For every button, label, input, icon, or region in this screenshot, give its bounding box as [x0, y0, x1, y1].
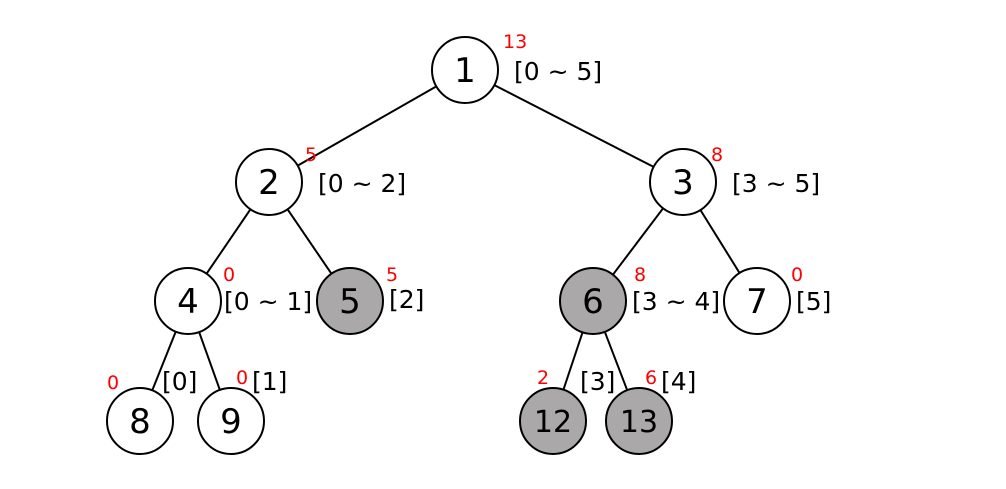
node-label-1: 1 — [454, 51, 476, 91]
node-value-5: 5 — [386, 264, 398, 286]
node-circle-4 — [154, 267, 222, 335]
edge-3-7 — [699, 209, 741, 274]
node-circle-13 — [605, 387, 673, 455]
node-label-3: 3 — [672, 163, 694, 203]
tree-node-12: 12 2 [3] — [519, 367, 615, 455]
node-value-6: 8 — [634, 264, 646, 286]
node-range-4: [0 ~ 1] — [224, 287, 312, 316]
node-circle-1 — [431, 36, 499, 104]
node-value-3: 8 — [711, 144, 723, 166]
node-label-12: 12 — [534, 405, 572, 440]
node-value-2: 5 — [305, 144, 317, 166]
node-range-2: [0 ~ 2] — [318, 169, 406, 198]
tree-edges — [151, 84, 741, 391]
node-range-13: [4] — [661, 367, 696, 396]
node-range-12: [3] — [580, 367, 615, 396]
node-circle-2 — [235, 148, 303, 216]
node-label-5: 5 — [339, 282, 361, 322]
edge-3-6 — [612, 207, 664, 276]
node-value-13: 6 — [645, 367, 657, 389]
node-range-5: [2] — [389, 285, 424, 314]
node-range-1: [0 ~ 5] — [514, 57, 602, 86]
edge-6-12 — [562, 331, 584, 391]
node-range-3: [3 ~ 5] — [732, 169, 820, 198]
tree-node-1: 1 13 [0 ~ 5] — [431, 31, 602, 104]
tree-node-7: 7 0 [5] — [723, 264, 831, 335]
edge-1-2 — [297, 85, 437, 167]
node-label-7: 7 — [746, 282, 768, 322]
node-value-4: 0 — [223, 264, 235, 286]
node-label-2: 2 — [258, 163, 280, 203]
edge-4-8 — [151, 331, 177, 391]
tree-node-4: 4 0 [0 ~ 1] — [154, 264, 312, 335]
tree-node-6: 6 8 [3 ~ 4] — [559, 264, 720, 335]
node-circle-3 — [649, 148, 717, 216]
node-circle-7 — [723, 267, 791, 335]
tree-node-8: 8 0 [0] — [106, 367, 197, 455]
tree-node-13: 13 6 [4] — [605, 367, 696, 455]
node-circle-12 — [519, 387, 587, 455]
tree-node-3: 3 8 [3 ~ 5] — [649, 144, 820, 216]
node-range-9: [1] — [252, 367, 287, 396]
tree-node-2: 2 5 [0 ~ 2] — [235, 144, 406, 216]
node-circle-5 — [316, 267, 384, 335]
node-value-12: 2 — [537, 367, 549, 389]
tree-node-5: 5 5 [2] — [316, 264, 424, 335]
edge-4-9 — [198, 331, 221, 391]
tree-node-9: 9 0 [1] — [197, 367, 287, 455]
node-circle-9 — [197, 387, 265, 455]
node-circle-6 — [559, 267, 627, 335]
edge-2-5 — [286, 208, 333, 275]
edge-2-4 — [205, 208, 252, 275]
node-value-8: 0 — [107, 372, 119, 394]
node-label-6: 6 — [582, 282, 604, 322]
node-range-7: [5] — [796, 287, 831, 316]
node-value-9: 0 — [236, 367, 248, 389]
node-value-1: 13 — [503, 31, 527, 53]
node-circle-8 — [106, 387, 174, 455]
node-range-6: [3 ~ 4] — [632, 287, 720, 316]
node-range-8: [0] — [162, 367, 197, 396]
node-label-9: 9 — [220, 402, 242, 442]
edge-1-3 — [493, 84, 655, 168]
node-value-7: 0 — [791, 264, 803, 286]
edge-6-13 — [603, 331, 629, 391]
node-label-4: 4 — [177, 282, 199, 322]
node-label-8: 8 — [129, 402, 151, 442]
node-label-13: 13 — [620, 405, 658, 440]
